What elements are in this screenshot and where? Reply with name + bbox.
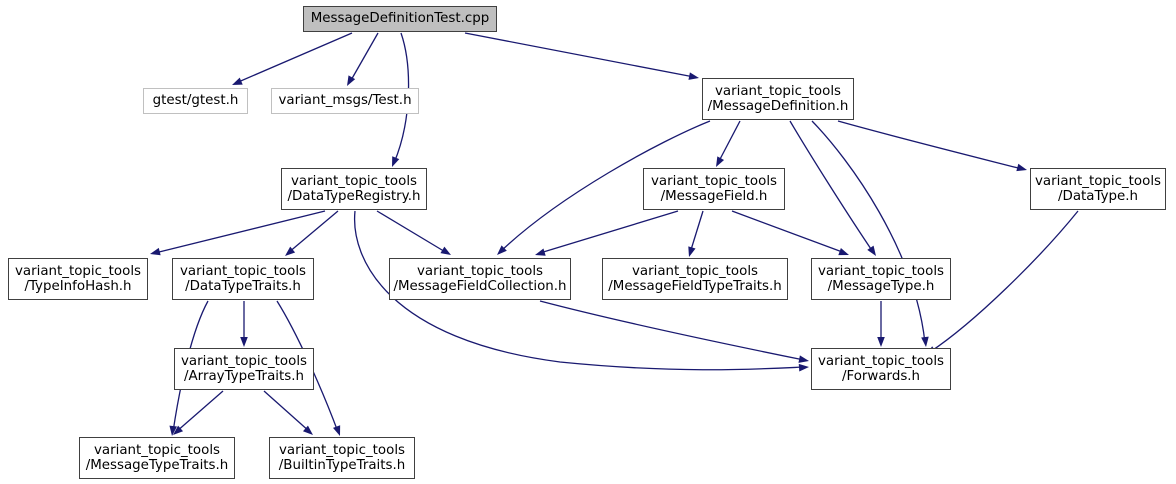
node-label-line2: /DataTypeTraits.h <box>185 279 301 294</box>
node-root[interactable]: MessageDefinitionTest.cpp <box>303 6 497 32</box>
node-mfcoll[interactable]: variant_topic_tools/MessageFieldCollecti… <box>389 258 571 300</box>
node-label-line1: variant_msgs/Test.h <box>278 93 412 109</box>
node-dtreg[interactable]: variant_topic_tools/DataTypeRegistry.h <box>281 168 427 210</box>
edge-mf-mftr <box>689 210 704 254</box>
node-label-line1: variant_topic_tools <box>14 263 142 279</box>
arrowhead-mf-mftr <box>688 246 696 257</box>
arrowhead-md-dtype <box>1016 163 1027 172</box>
arrowhead-mc-fwd <box>798 355 809 363</box>
arrowhead-root-dtreg <box>392 156 400 167</box>
edge-md-fwd <box>811 120 926 344</box>
node-label-line2: /MessageFieldCollection.h <box>393 279 567 294</box>
node-label-line1: variant_topic_tools <box>179 263 307 279</box>
node-label-line1: variant_topic_tools <box>631 263 759 279</box>
node-msgtyp[interactable]: variant_topic_tools/MessageType.h <box>811 258 951 300</box>
arrowhead-md-msgtyp <box>867 245 876 256</box>
node-fwd[interactable]: variant_topic_tools/Forwards.h <box>811 348 951 390</box>
node-label-line2: /MessageType.h <box>827 279 935 294</box>
arrowhead-root-vmtest <box>347 75 356 86</box>
node-label-line2: /MessageField.h <box>660 189 768 204</box>
arrowhead-md-fwd <box>921 336 929 347</box>
arrowhead-root-gtest <box>232 77 243 85</box>
edge-mf-mfcoll <box>539 210 679 254</box>
arrowhead-dt-bttr <box>333 425 341 436</box>
node-label-line2: /Forwards.h <box>841 369 921 384</box>
arrowhead-mt-fwd <box>877 337 885 347</box>
node-mftr[interactable]: variant_topic_tools/MessageFieldTypeTrai… <box>602 258 788 300</box>
edge-mc-fwd <box>539 300 805 361</box>
node-bttr[interactable]: variant_topic_tools/BuiltinTypeTraits.h <box>269 437 415 479</box>
node-label-line1: variant_topic_tools <box>180 353 308 369</box>
node-dttr[interactable]: variant_topic_tools/DataTypeTraits.h <box>172 258 314 300</box>
edge-md-msgtyp <box>789 120 874 253</box>
node-label-line1: variant_topic_tools <box>714 83 842 99</box>
node-label-line2: /MessageFieldTypeTraits.h <box>608 279 782 294</box>
node-label-line2: /TypeInfoHash.h <box>24 279 132 294</box>
node-label-line2: /DataType.h <box>1058 189 1138 204</box>
edge-dr-dttr <box>287 210 339 254</box>
node-label-line1: variant_topic_tools <box>416 263 544 279</box>
arrowhead-dt-arrtr <box>240 337 248 347</box>
edge-root-gtest <box>235 32 353 84</box>
edge-mf-msgtyp <box>731 210 846 254</box>
node-gtest[interactable]: gtest/gtest.h <box>143 88 248 114</box>
node-tihash[interactable]: variant_topic_tools/TypeInfoHash.h <box>8 258 148 300</box>
edge-ar-bttr <box>263 390 311 433</box>
node-vmtest[interactable]: variant_msgs/Test.h <box>271 88 419 114</box>
arrowhead-dt-mttr <box>169 425 177 436</box>
edge-dr-tihash <box>154 210 326 254</box>
edge-md-msgfld <box>717 120 741 164</box>
edge-root-msgdef <box>464 32 695 78</box>
node-label-line1: variant_topic_tools <box>290 173 418 189</box>
arrowhead-md-mfcoll <box>497 245 507 255</box>
edge-dr-mfcoll <box>376 210 448 254</box>
node-label-line1: variant_topic_tools <box>817 353 945 369</box>
arrowhead-root-msgdef <box>688 72 699 80</box>
edge-md-dtype <box>837 120 1023 170</box>
node-label-line2: /MessageDefinition.h <box>707 99 849 114</box>
node-label-line1: variant_topic_tools <box>1034 173 1162 189</box>
node-label-line1: variant_topic_tools <box>650 173 778 189</box>
arrowhead-dr-tihash <box>150 247 161 256</box>
arrowhead-dr-fwd <box>798 363 809 372</box>
node-label-line1: gtest/gtest.h <box>152 93 239 109</box>
arrowhead-md-msgfld <box>716 156 725 167</box>
node-arrtr[interactable]: variant_topic_tools/ArrayTypeTraits.h <box>174 348 314 390</box>
node-msgdef[interactable]: variant_topic_tools/MessageDefinition.h <box>702 78 854 120</box>
node-dtype[interactable]: variant_topic_tools/DataType.h <box>1030 168 1166 210</box>
node-mttr[interactable]: variant_topic_tools/MessageTypeTraits.h <box>79 437 235 479</box>
node-msgfld[interactable]: variant_topic_tools/MessageField.h <box>643 168 785 210</box>
arrowhead-mf-msgtyp <box>838 248 849 256</box>
edge-dy-fwd <box>929 210 1079 353</box>
node-label-line1: MessageDefinitionTest.cpp <box>310 11 490 27</box>
node-label-line1: variant_topic_tools <box>817 263 945 279</box>
node-label-line2: /BuiltinTypeTraits.h <box>278 458 406 473</box>
node-label-line2: /DataTypeRegistry.h <box>287 189 421 204</box>
edge-root-vmtest <box>349 32 379 83</box>
node-label-line2: /ArrayTypeTraits.h <box>184 369 304 384</box>
node-label-line1: variant_topic_tools <box>278 442 406 458</box>
node-label-line2: /MessageTypeTraits.h <box>85 458 229 473</box>
edge-ar-mttr <box>175 390 224 433</box>
node-label-line1: variant_topic_tools <box>93 442 221 458</box>
arrowhead-dr-mfcoll <box>440 246 451 255</box>
